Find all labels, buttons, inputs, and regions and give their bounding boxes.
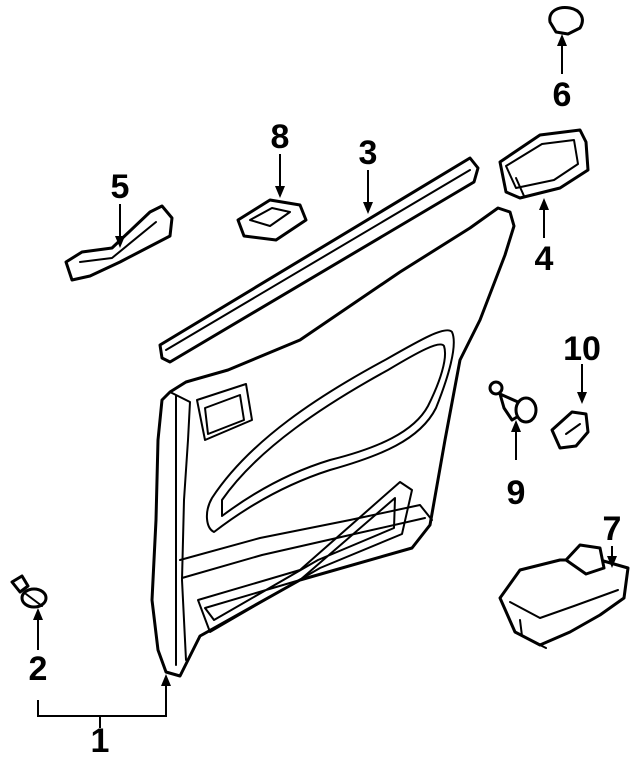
callout-3: 3 bbox=[359, 134, 378, 172]
leader-lines bbox=[33, 34, 617, 728]
callout-6: 6 bbox=[553, 76, 572, 114]
part-10-lock-knob bbox=[550, 410, 590, 450]
part-9-retainer bbox=[488, 380, 538, 424]
callout-9: 9 bbox=[507, 474, 526, 512]
callout-8: 8 bbox=[271, 118, 290, 156]
part-1-door-trim-panel bbox=[150, 206, 516, 678]
part-2-trim-clip bbox=[10, 574, 48, 609]
part-8-handle-bezel bbox=[236, 198, 308, 242]
part-4-switch-bezel bbox=[498, 128, 590, 200]
callout-7: 7 bbox=[603, 510, 622, 548]
callout-1: 1 bbox=[91, 722, 110, 759]
part-3-weatherstrip bbox=[158, 156, 480, 364]
callout-2: 2 bbox=[29, 650, 48, 688]
callout-5: 5 bbox=[111, 168, 130, 206]
part-6-cap bbox=[548, 6, 584, 36]
callout-numbers: 1 2 3 4 5 6 7 8 9 10 bbox=[29, 76, 622, 759]
callout-10: 10 bbox=[563, 330, 601, 368]
callout-4: 4 bbox=[535, 240, 554, 278]
part-7-window-switch bbox=[498, 543, 630, 649]
